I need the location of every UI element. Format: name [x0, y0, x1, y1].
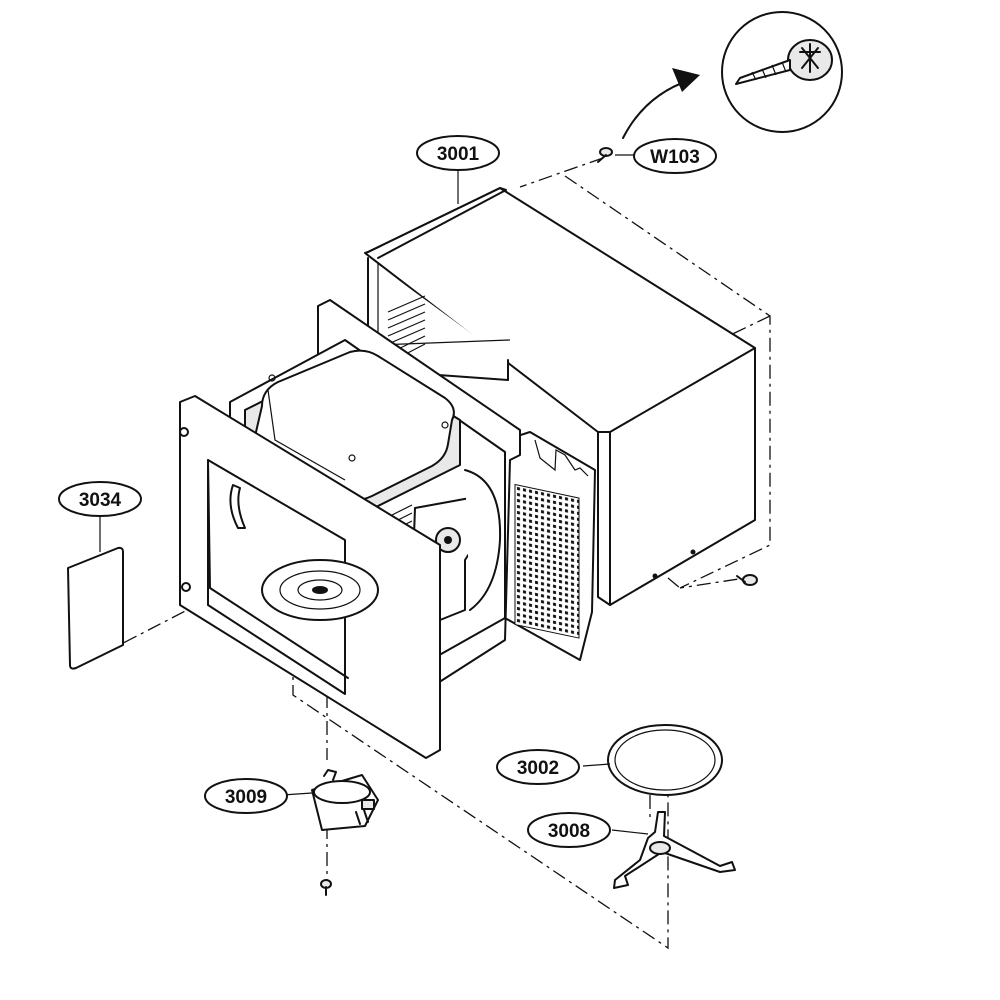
callout-3034-label: 3034 — [79, 490, 122, 511]
screw-case-right — [736, 574, 758, 586]
callout-w103: W103 — [633, 138, 717, 174]
callout-w103-label: W103 — [650, 147, 700, 168]
callout-3001: 3001 — [416, 135, 500, 171]
back-plate — [504, 431, 596, 661]
callout-3009: 3009 — [204, 778, 288, 814]
case-screw-hole — [652, 573, 658, 579]
callout-3008-label: 3008 — [548, 821, 590, 842]
callout-3008: 3008 — [527, 812, 611, 848]
callout-3002-label: 3002 — [517, 758, 559, 779]
back-mesh — [514, 483, 580, 639]
callout-3001-label: 3001 — [437, 144, 480, 165]
curved-arrow-head — [672, 68, 700, 92]
turntable-motor — [311, 769, 379, 831]
callout-3002: 3002 — [496, 749, 580, 785]
callout-3034: 3034 — [58, 481, 142, 517]
front-frame — [179, 395, 441, 759]
part-label-card — [67, 546, 124, 670]
screw-w103 — [597, 147, 613, 163]
curved-arrow-icon — [622, 79, 691, 139]
case-screw-hole — [690, 549, 696, 555]
case-vent-slots — [387, 295, 426, 359]
glass-tray — [607, 724, 723, 796]
screw-detail-icon — [721, 11, 843, 133]
screw-motor — [320, 879, 332, 896]
roller-guide — [613, 811, 736, 889]
callout-3009-label: 3009 — [225, 787, 267, 808]
